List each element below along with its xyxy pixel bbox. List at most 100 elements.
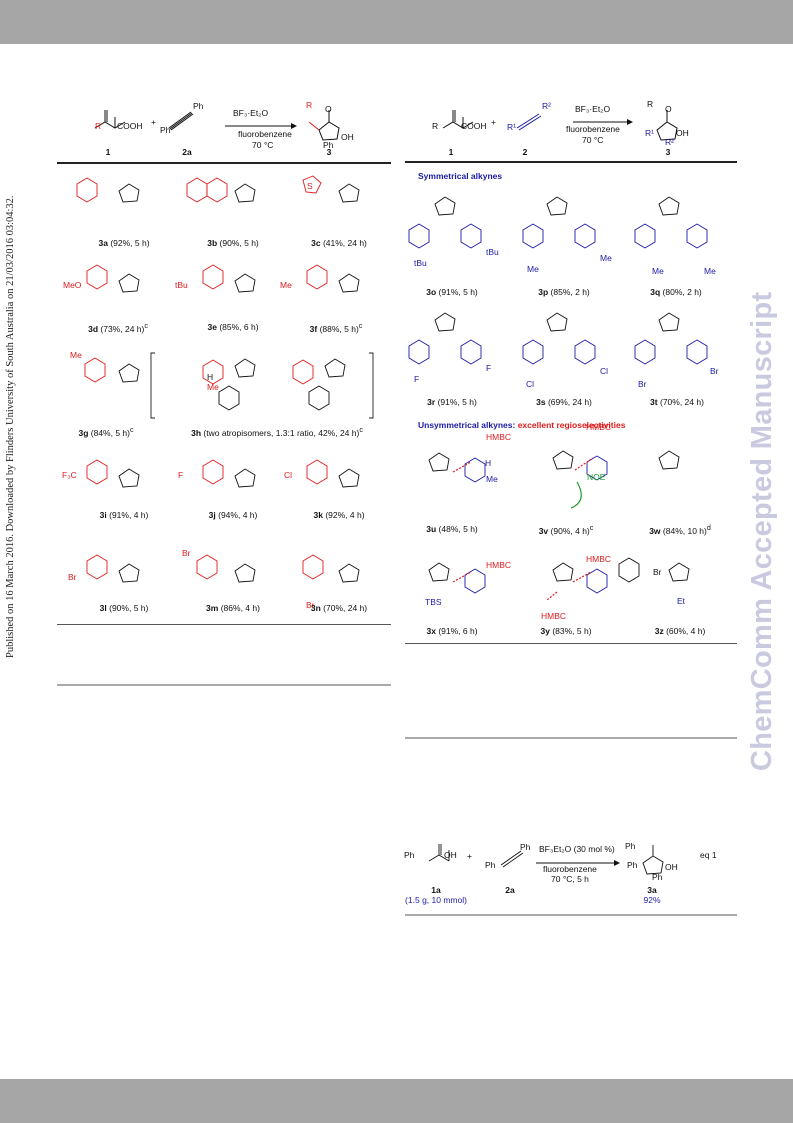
compound-3u: 3u (48%, 5 h) (426, 524, 478, 534)
eq1-plus: + (467, 851, 472, 861)
sub-me-3f: Me (280, 280, 292, 290)
sub-3x-tbs: TBS (425, 597, 442, 607)
eq1-bottom-rule (405, 914, 737, 916)
right-table-top-rule (405, 161, 737, 163)
compound-3x: 3x (91%, 6 h) (426, 626, 478, 636)
publication-note: Published on 16 March 2016. Downloaded b… (5, 195, 16, 658)
left-alkyne-ph2: Ph (193, 101, 204, 111)
left-reagent: BF₃·Et₂O (233, 108, 269, 118)
left-cooh: COOH (117, 121, 143, 131)
left-product-o: O (325, 104, 332, 114)
right-cooh: COOH (461, 121, 487, 131)
eq1-ph-prod3: Ph (652, 872, 663, 882)
left-label-1: 1 (105, 147, 111, 157)
sub-3q-me2: Me (704, 266, 716, 276)
sub-3u-h: H (485, 458, 492, 468)
accepted-manuscript-watermark: ChemComm Accepted Manuscript (746, 291, 778, 771)
left-footer-rule (57, 684, 391, 686)
sub-br-3m: Br (182, 548, 191, 558)
compound-3z: 3z (60%, 4 h) (654, 626, 706, 636)
eq1-oh-prod: OH (665, 862, 678, 872)
right-temp: 70 °C (582, 135, 604, 145)
sub-f: F (178, 470, 184, 480)
left-plus: + (151, 117, 156, 127)
right-footer-rule (405, 737, 737, 739)
right-table-bottom-rule (405, 643, 737, 644)
compound-3p: 3p (85%, 2 h) (538, 287, 590, 297)
right-r1: R¹ (507, 122, 516, 132)
compound-3v: 3v (90%, 4 h)c (538, 524, 594, 536)
eq1-cond: 70 °C, 5 h (551, 874, 589, 884)
left-label-2a: 2a (182, 147, 192, 157)
hmbc-3u: HMBC (486, 432, 512, 442)
eq1-yield: 92% (643, 895, 661, 905)
sub-3r-f1: F (414, 374, 420, 384)
sub-3q-me1: Me (652, 266, 664, 276)
sub-br-3l: Br (68, 572, 77, 582)
compound-3r: 3r (91%, 5 h) (427, 397, 477, 407)
eq1-graphic (428, 844, 664, 875)
left-solvent: fluorobenzene (238, 129, 292, 139)
sub-3o-tbu2: tBu (486, 247, 499, 257)
compound-3c: 3c (41%, 24 h) (311, 238, 367, 248)
left-r-group: R (95, 121, 102, 131)
eq1-reagent: BF₃Et₂O (30 mol %) (539, 844, 615, 854)
eq1-label-1a: 1a (431, 885, 441, 895)
sub-h-3h: H (207, 372, 214, 382)
compound-3a: 3a (92%, 5 h) (98, 238, 150, 248)
right-product-o: O (665, 104, 672, 114)
sub-3t-br1: Br (638, 379, 647, 389)
sub-3o-tbu1: tBu (414, 258, 427, 268)
compound-3d: 3d (73%, 24 h)c (88, 322, 148, 334)
compound-3w: 3w (84%, 10 h)d (649, 524, 711, 536)
compound-3j: 3j (94%, 4 h) (208, 510, 258, 520)
sub-3u-me: Me (486, 474, 498, 484)
hmbc-3y-bottom: HMBC (541, 611, 567, 621)
left-product-oh: OH (341, 132, 354, 142)
right-solvent: fluorobenzene (566, 124, 620, 134)
compound-3s: 3s (69%, 24 h) (536, 397, 592, 407)
sub-me-3g: Me (70, 350, 82, 360)
sub-3s-cl2: Cl (600, 366, 609, 376)
compound-3k: 3k (92%, 4 h) (313, 510, 365, 520)
sub-3p-me2: Me (600, 253, 612, 263)
sub-3r-f2: F (486, 363, 492, 373)
left-table-top-rule (57, 162, 391, 164)
eq1-oh-acid: OH (444, 850, 457, 860)
right-label-3: 3 (665, 147, 671, 157)
right-r-group: R (432, 121, 439, 131)
left-temp: 70 °C (252, 140, 274, 150)
right-product-r1: R¹ (645, 128, 654, 138)
compound-3y: 3y (83%, 5 h) (540, 626, 592, 636)
left-product-r: R (306, 100, 313, 110)
right-r2: R² (542, 101, 551, 111)
eq1-label-2a: 2a (505, 885, 515, 895)
compound-3b: 3b (90%, 5 h) (207, 238, 259, 248)
noe-3v: NOE (587, 472, 606, 482)
hmbc-3x: HMBC (486, 560, 512, 570)
compound-3i: 3i (91%, 4 h) (99, 510, 149, 520)
sub-3s-cl1: Cl (526, 379, 535, 389)
right-label-1: 1 (448, 147, 454, 157)
bottom-band (0, 1079, 793, 1123)
sub-3z-et: Et (677, 596, 686, 606)
right-label-2: 2 (522, 147, 528, 157)
eq1-label: eq 1 (700, 850, 717, 860)
left-label-3: 3 (326, 147, 332, 157)
sub-me-3h: Me (207, 382, 219, 392)
sub-tbu: tBu (175, 280, 188, 290)
section-symmetrical: Symmetrical alkynes (418, 171, 503, 181)
eq1-solvent: fluorobenzene (543, 864, 597, 874)
top-band (0, 0, 793, 44)
right-reagent: BF₃·Et₂O (575, 104, 611, 114)
compound-3t: 3t (70%, 24 h) (650, 397, 704, 407)
sub-3z-br: Br (653, 567, 662, 577)
right-structures (408, 196, 708, 601)
sub-cf3: F₃C (62, 470, 77, 480)
sub-meo: MeO (63, 280, 82, 290)
left-structures (76, 175, 374, 583)
right-plus: + (491, 117, 496, 127)
right-product-oh: OH (676, 128, 689, 138)
compound-3l: 3l (90%, 5 h) (99, 603, 149, 613)
left-scheme-graphic (94, 110, 340, 141)
